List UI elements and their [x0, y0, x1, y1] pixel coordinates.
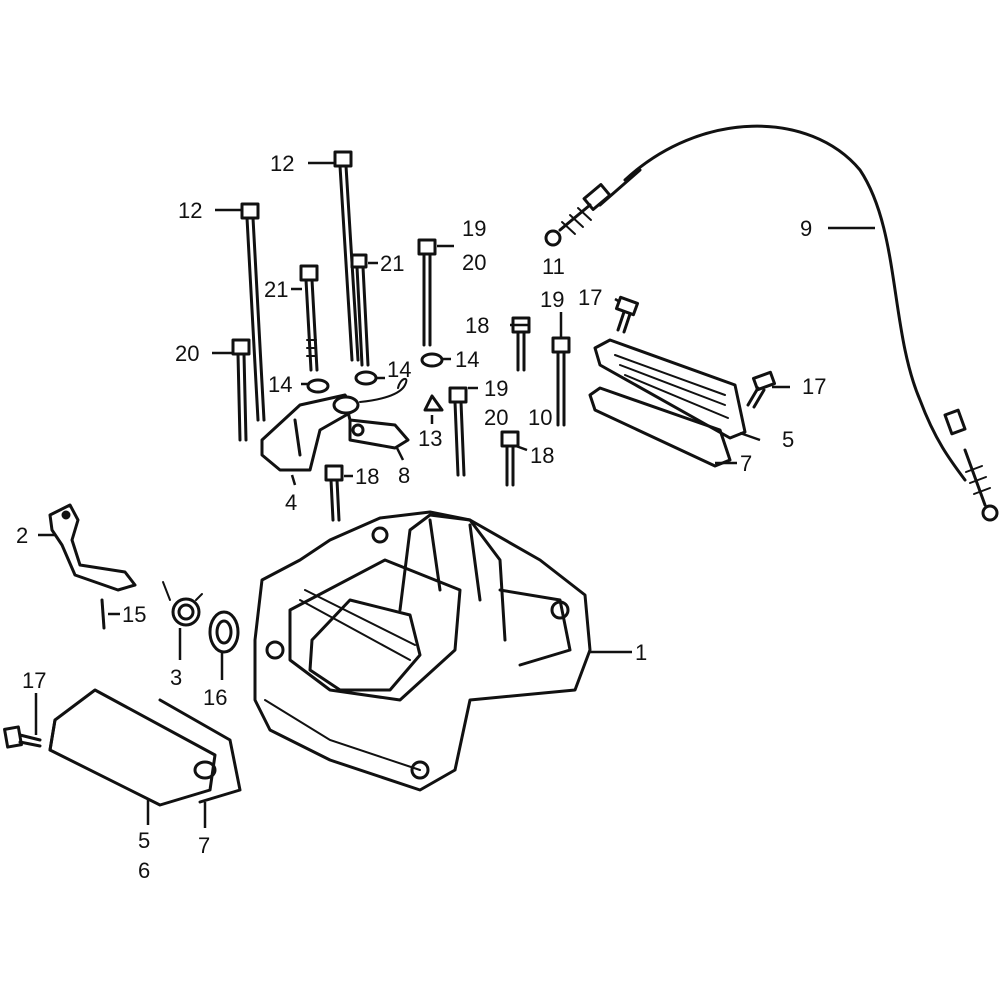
callout-10: 10 — [528, 405, 552, 430]
callout-8: 8 — [398, 463, 410, 488]
callout-7b: 7 — [198, 833, 210, 858]
callout-14b: 14 — [387, 357, 411, 382]
callout-13: 13 — [418, 426, 442, 451]
part-bolt-19-20a — [417, 238, 437, 347]
callout-12b: 12 — [178, 198, 202, 223]
part-bolt-20b — [231, 338, 251, 442]
part-bolt-12b — [240, 202, 266, 422]
callout-20c: 20 — [484, 405, 508, 430]
callout-5a: 5 — [782, 427, 794, 452]
part-breather-plate-5a — [593, 338, 747, 440]
part-gasket-7a — [588, 386, 732, 468]
callout-11: 11 — [542, 254, 565, 279]
callout-3: 3 — [170, 665, 182, 690]
callout-20a: 20 — [462, 250, 486, 275]
callout-14c: 14 — [455, 347, 479, 372]
callout-20b: 20 — [175, 341, 199, 366]
callout-5b: 5 — [138, 828, 150, 853]
part-bolt-19-20c — [448, 386, 468, 477]
part-bearing-16 — [208, 610, 240, 654]
part-bolt-21b — [350, 253, 370, 367]
callout-15: 15 — [122, 602, 146, 627]
part-bracket-4 — [260, 393, 360, 472]
part-bolt-18c — [324, 464, 344, 522]
leader-lines — [34, 161, 875, 828]
part-spring-3 — [162, 581, 203, 627]
callout-18a: 18 — [465, 313, 489, 338]
part-bolt-17a — [614, 295, 640, 334]
part-washer-14 — [306, 352, 444, 394]
part-bolt-17b — [746, 370, 777, 409]
part-control-cable — [544, 124, 999, 522]
part-bolt-19-10 — [551, 336, 571, 427]
callout-2: 2 — [16, 523, 28, 548]
callout-19b: 19 — [540, 287, 564, 312]
part-lever-2 — [48, 503, 137, 592]
callout-17c: 17 — [22, 668, 46, 693]
callout-1: 1 — [635, 640, 647, 665]
part-cylinder-head-cover — [253, 510, 592, 792]
callout-18b: 18 — [355, 464, 379, 489]
callout-16: 16 — [203, 685, 227, 710]
part-bolt-21a — [299, 264, 319, 372]
callout-17b: 17 — [802, 374, 826, 399]
callout-14a: 14 — [268, 372, 292, 397]
callout-19a: 19 — [462, 216, 486, 241]
part-bolt-17c — [3, 725, 42, 749]
part-bolt-18b — [500, 430, 520, 487]
callout-4: 4 — [285, 490, 297, 515]
part-cap-13 — [423, 394, 444, 412]
part-pin-15 — [100, 598, 106, 630]
callout-7a: 7 — [740, 451, 752, 476]
callout-21b: 21 — [380, 251, 404, 276]
callout-9: 9 — [800, 216, 812, 241]
callout-6: 6 — [138, 858, 150, 883]
part-clamp-8 — [348, 377, 410, 450]
callout-12a: 12 — [270, 151, 294, 176]
callout-17a: 17 — [578, 285, 602, 310]
callout-19c: 19 — [484, 376, 508, 401]
part-side-cover-5b — [48, 688, 217, 807]
callout-21a: 21 — [264, 277, 288, 302]
part-gasket-7b — [158, 698, 242, 804]
callout-18c: 18 — [530, 443, 554, 468]
callout-labels: 1 2 3 4 5 5 6 7 7 8 9 10 11 12 12 13 14 … — [16, 151, 826, 883]
